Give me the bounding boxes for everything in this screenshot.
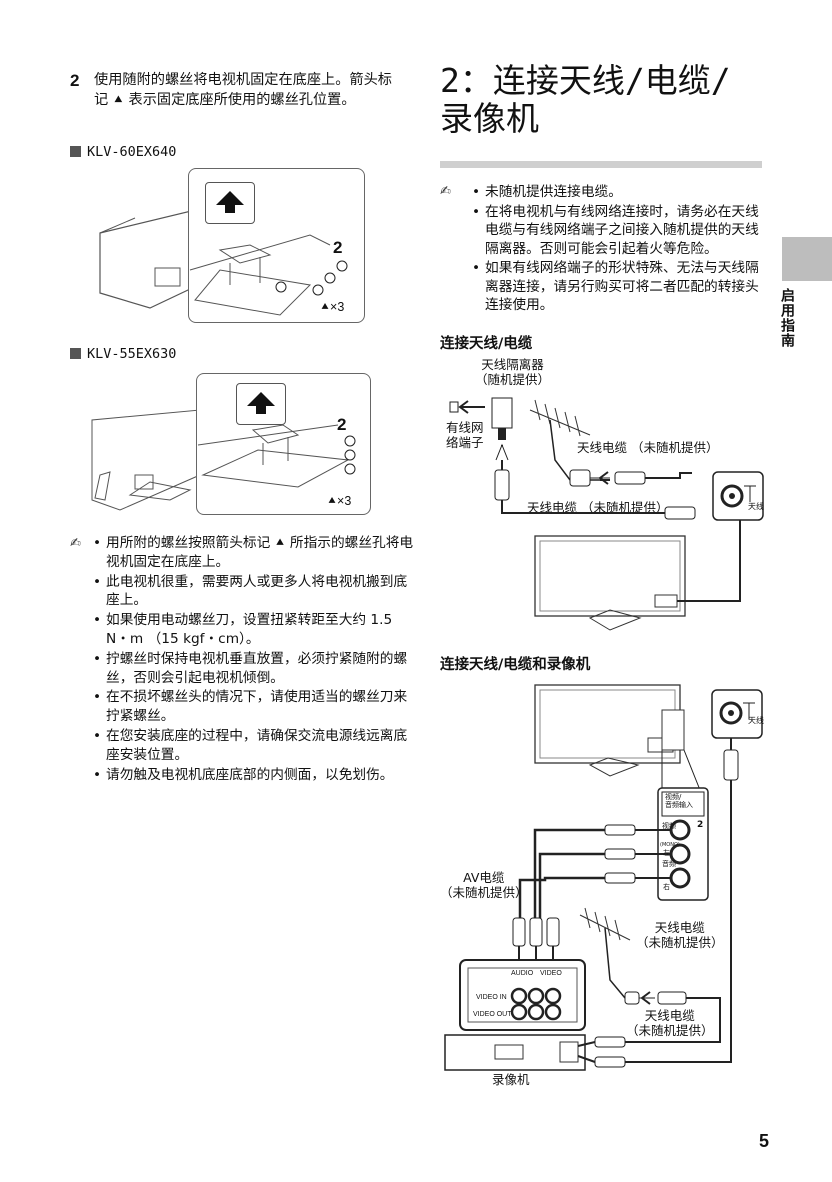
list-item: 用所附的螺丝按照箭头标记 ⯅ 所指示的螺丝孔将电视机固定在底座上。 xyxy=(84,534,414,572)
panel-mono-label: (MONO) xyxy=(660,842,680,848)
panel-number: 2 xyxy=(697,820,704,830)
video-label: VIDEO xyxy=(540,970,562,977)
cable-terminal-label: 有线网 络端子 xyxy=(446,420,484,450)
list-item: 此电视机很重，需要两人或更多人将电视机搬到底座上。 xyxy=(84,573,414,611)
arrow-mark-box xyxy=(236,383,286,425)
right-notes: 未随机提供连接电缆。 在将电视机与有线网络连接时，请务必在天线电缆与有线网络端子… xyxy=(440,183,765,316)
model-label-60: KLV-60EX640 xyxy=(70,144,176,160)
screw-icon xyxy=(344,435,356,475)
list-item: 未随机提供连接电缆。 xyxy=(465,183,765,202)
screw-count: ⯅×3 xyxy=(320,300,344,315)
antenna-cable-label: 天线电缆 （未随机提供） xyxy=(636,920,724,950)
list-item: 在不损坏螺丝头的情况下，请使用适当的螺丝刀来拧紧螺丝。 xyxy=(84,688,414,726)
screw-icon xyxy=(312,260,348,296)
title-rule xyxy=(440,161,762,168)
step-instruction: 使用随附的螺丝将电视机固定在底座上。箭头标记 ⯅ 表示固定底座所使用的螺丝孔位置… xyxy=(94,72,392,108)
antenna-jack-label: 天线 xyxy=(748,716,764,725)
panel-video-label: 视频 xyxy=(662,822,676,830)
left-notes: 用所附的螺丝按照箭头标记 ⯅ 所指示的螺丝孔将电视机固定在底座上。 此电视机很重… xyxy=(70,534,414,785)
model-name: KLV-55EX630 xyxy=(87,346,177,362)
screw-count: ⯅×3 xyxy=(327,494,351,509)
arrow-mark-box xyxy=(205,182,255,224)
screw-count-value: ×3 xyxy=(330,300,345,314)
list-item: 拧螺丝时保持电视机垂直放置，必须拧紧随附的螺丝，否则会引起电视机倾倒。 xyxy=(84,650,414,688)
up-arrow-icon: ⯅ xyxy=(320,300,331,314)
diagram1-heading: 连接天线/电缆 xyxy=(440,336,533,352)
list-item: 请勿触及电视机底座底部的内侧面，以免划伤。 xyxy=(84,766,414,785)
square-bullet-icon xyxy=(70,348,81,359)
up-arrow-icon xyxy=(216,191,244,213)
vcr-connection-diagram xyxy=(444,684,763,1071)
title-line: 录像机 xyxy=(440,99,539,138)
vcr-label: 录像机 xyxy=(492,1072,530,1087)
av-cable-label: AV电缆 （未随机提供） xyxy=(440,870,528,900)
panel-title: 视频/ 音频输入 xyxy=(665,793,693,809)
panel-audio-label: 音频 xyxy=(662,860,676,868)
screw-ref-number: 2 xyxy=(333,238,343,257)
page-number: 5 xyxy=(759,1131,770,1151)
list-item: 在您安装底座的过程中，请确保交流电源线远离底座安装位置。 xyxy=(84,727,414,765)
audio-label: AUDIO xyxy=(511,970,534,977)
screw-ref-number: 2 xyxy=(337,415,347,434)
title-line: 2：连接天线/电缆/ xyxy=(440,61,731,100)
model-label-55: KLV-55EX630 xyxy=(70,346,176,362)
up-arrow-icon xyxy=(247,392,275,414)
panel-right-label: 右 xyxy=(663,883,670,891)
side-tab-label: 启用指南 xyxy=(779,288,795,348)
screw-count-value: ×3 xyxy=(337,494,352,508)
video-in-label: VIDEO IN xyxy=(476,994,507,1001)
video-out-label: VIDEO OUT xyxy=(473,1011,512,1018)
screw-icon xyxy=(275,281,287,293)
section-title: 2：连接天线/电缆/ 录像机 xyxy=(440,62,731,138)
tv-stand-illustration-55 xyxy=(91,409,201,511)
model-name: KLV-60EX640 xyxy=(87,144,177,160)
side-tab xyxy=(782,237,832,281)
isolator-label: 天线隔离器 （随机提供） xyxy=(475,357,551,387)
panel-left-label: 左 xyxy=(663,849,670,857)
antenna-cable-label: 天线电缆 （未随机提供） xyxy=(527,500,669,515)
antenna-connection-diagram xyxy=(449,397,764,631)
note-pencil-icon: ✍ xyxy=(70,536,81,551)
list-item: 如果使用电动螺丝刀，设置扭紧转距至大约 1.5 N・m （15 kgf・cm）。 xyxy=(84,611,414,649)
up-arrow-icon: ⯅ xyxy=(327,494,338,508)
tv-stand-detail-60 xyxy=(189,234,331,316)
step-number: 2 xyxy=(70,71,80,90)
antenna-cable-label: 天线电缆 （未随机提供） xyxy=(626,1008,714,1038)
diagram2-heading: 连接天线/电缆和录像机 xyxy=(440,657,591,673)
note-pencil-icon: ✍ xyxy=(440,184,451,199)
square-bullet-icon xyxy=(70,146,81,157)
antenna-jack-label: 天线 xyxy=(748,502,764,511)
list-item: 在将电视机与有线网络连接时，请务必在天线电缆与有线网络端子之间接入随机提供的天线… xyxy=(465,203,765,259)
list-item: 如果有线网络端子的形状特殊、无法与天线隔离器连接，请另行购买可将二者匹配的转接头… xyxy=(465,259,765,315)
antenna-cable-label: 天线电缆 （未随机提供） xyxy=(577,440,719,455)
